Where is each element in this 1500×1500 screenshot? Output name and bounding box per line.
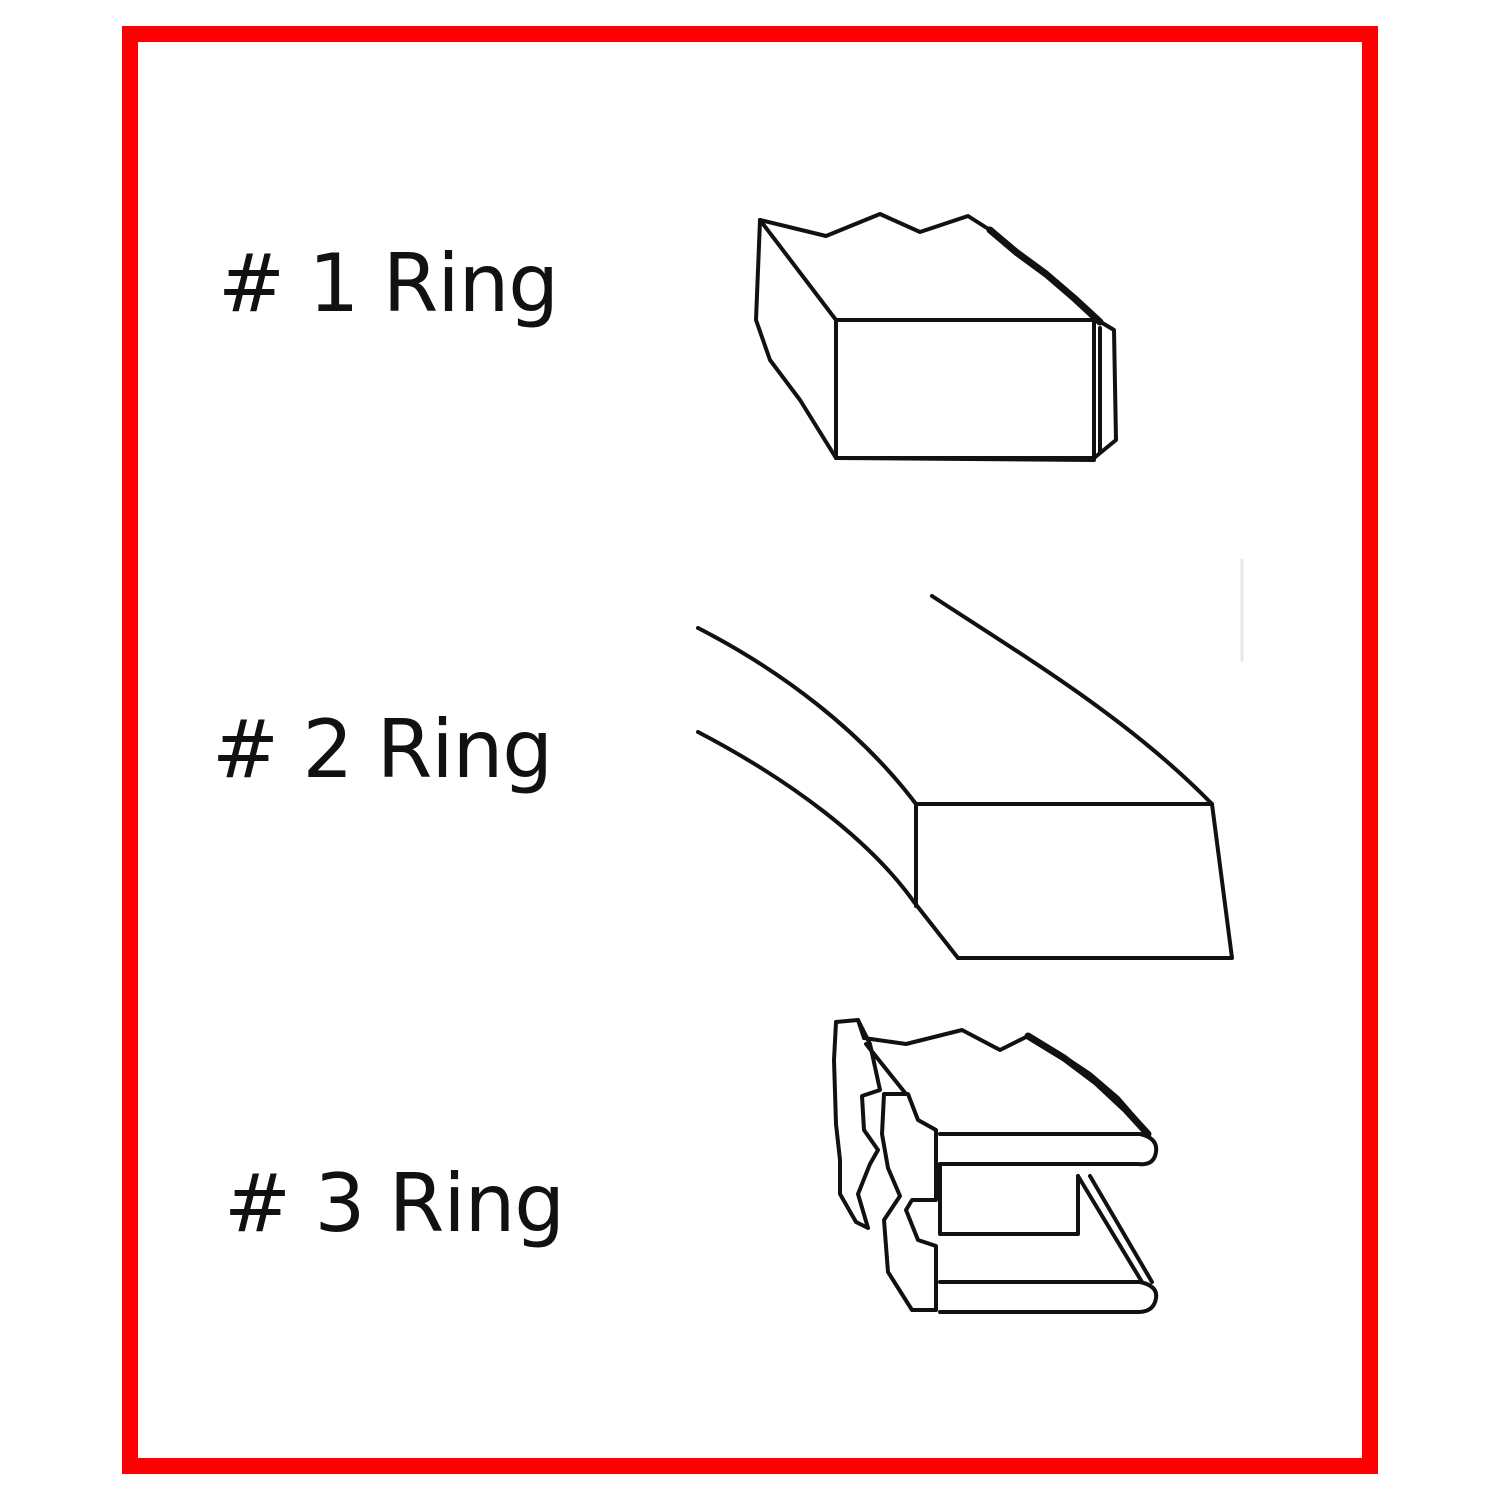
ring-3-label: # 3 Ring <box>224 1157 565 1250</box>
ring-2-label: # 2 Ring <box>212 703 553 796</box>
ring-2-inner-curve <box>696 626 918 806</box>
ring-3-spacer-block <box>938 1162 1080 1236</box>
ring-2-lower-curve <box>696 730 960 960</box>
ring-3-spacer-diagonal-2 <box>1088 1174 1154 1284</box>
ring-3-expander-front <box>880 1092 938 1312</box>
ring-3-outer-edge <box>1024 1032 1152 1138</box>
ring-1-section <box>754 212 1118 462</box>
ring-1-right-end <box>1092 316 1118 460</box>
ring-3-lower-rail <box>938 1280 1159 1314</box>
ring-1-outer-edge <box>986 226 1104 326</box>
ring-2-section <box>696 558 1244 960</box>
ring-2-outer-top-curve <box>930 594 1214 806</box>
ring-3-expander-link-2 <box>856 1018 866 1040</box>
ring-3-broken-edge <box>862 1028 1146 1130</box>
ring-1-broken-edge <box>758 212 1096 320</box>
ring-1-label: # 1 Ring <box>218 237 559 330</box>
ring-3-expander-back <box>832 1018 882 1230</box>
red-frame <box>122 26 1378 1474</box>
ring-3-spacer-diagonal <box>1076 1174 1144 1284</box>
ring-2-taper-face <box>956 802 1234 960</box>
ring-3-section <box>832 1018 1159 1314</box>
ring-3-upper-rail <box>938 1132 1159 1167</box>
ring-1-top-bevel <box>758 218 838 322</box>
ring-1-bottom-edge <box>834 456 1096 462</box>
ring-3-expander-link <box>864 1042 908 1096</box>
ring-1-front-face <box>834 318 1096 460</box>
ring-1-left-side <box>754 218 838 460</box>
